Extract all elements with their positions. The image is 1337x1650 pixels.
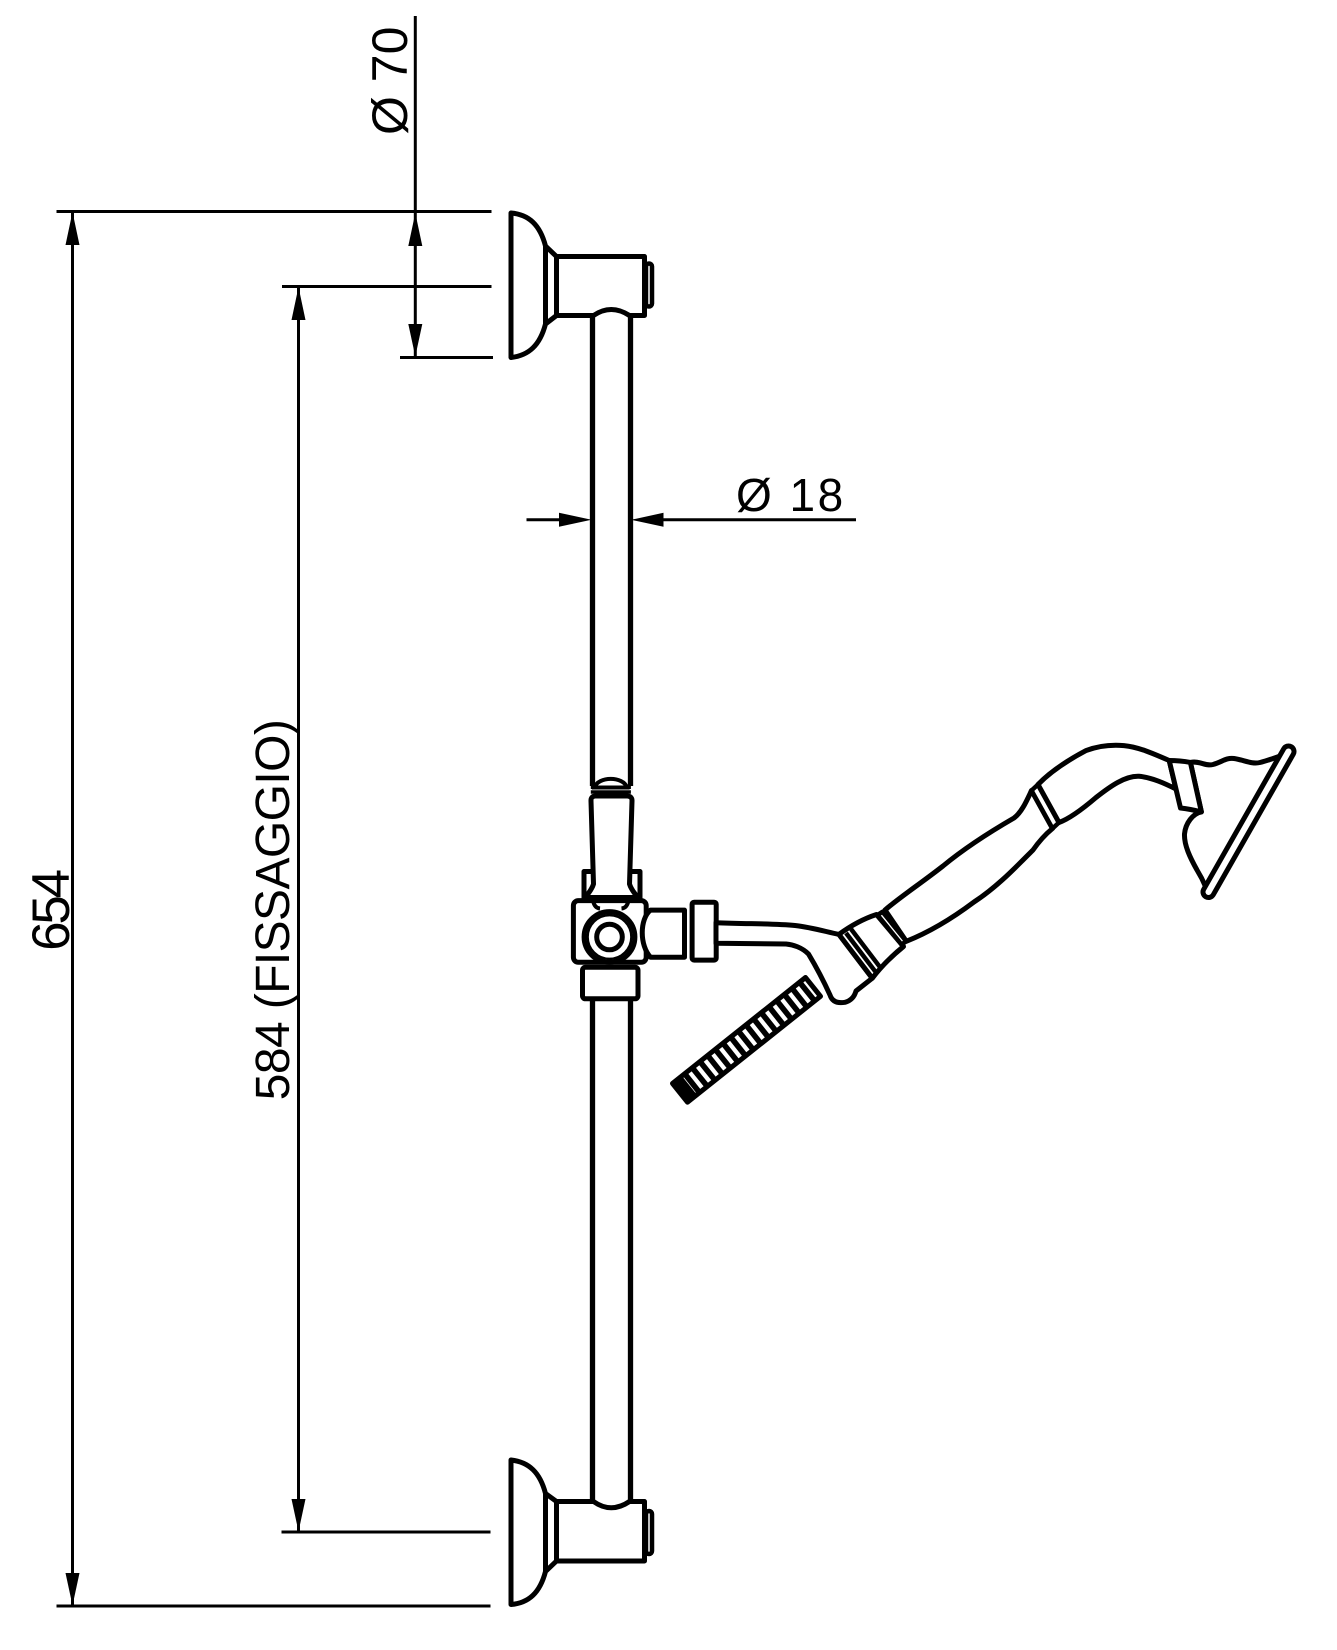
svg-text:Ø 18: Ø 18 [736, 469, 846, 521]
svg-text:654: 654 [22, 870, 81, 951]
svg-text:584 (FISSAGGIO): 584 (FISSAGGIO) [247, 720, 300, 1100]
svg-text:Ø 70: Ø 70 [362, 27, 418, 135]
